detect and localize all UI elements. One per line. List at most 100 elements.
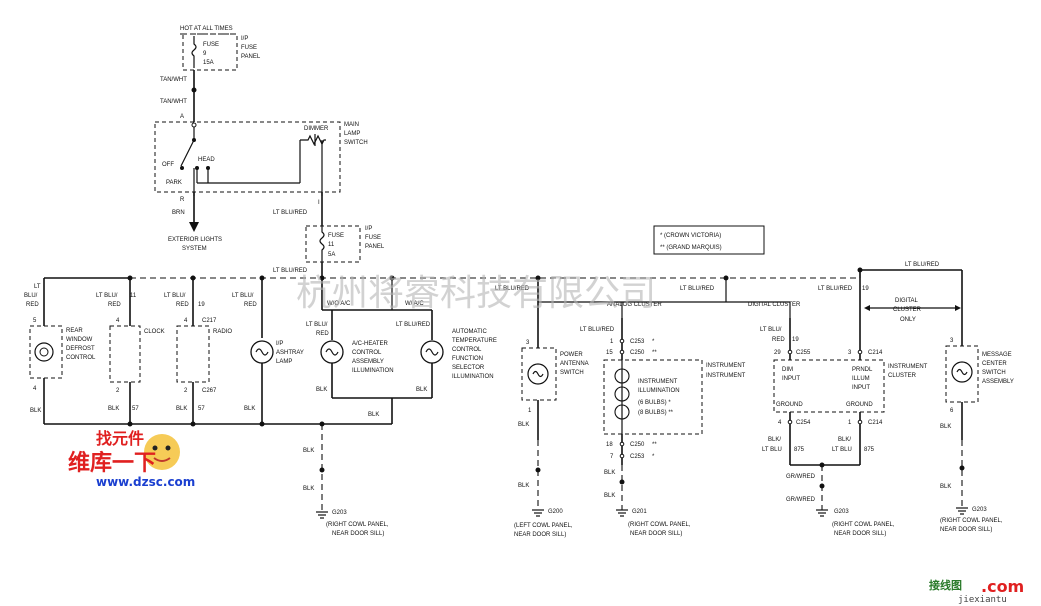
main-lamp-switch-label-2: LAMP — [344, 131, 360, 137]
fuse11-rating: 5A — [328, 252, 335, 258]
message-center-switch-assembly: DIGITAL CLUSTER ONLY 3 MESSAGE CENTER SW… — [864, 270, 1014, 533]
switch-head-label: HEAD — [198, 157, 215, 163]
wire-color-tan-wht-2: TAN/WHT — [160, 99, 187, 105]
g200-name: G200 — [548, 509, 563, 515]
ac-heater-label-2: CONTROL — [352, 350, 382, 356]
dzsc-logo: 找元件 维库一下 www.dzsc.com — [68, 429, 195, 489]
main-lamp-switch: OFF HEAD PARK DIMMER MAIN LAMP SWITCH — [154, 121, 368, 196]
brand-watermark-1: 找元件 — [96, 429, 144, 448]
digital-c214a: C214 — [868, 350, 883, 356]
radio-connector-top: C217 — [202, 318, 217, 324]
analog-pin-15: 15 — [606, 350, 613, 356]
digital-wire-num-2: 19 — [862, 286, 869, 292]
ac-blk-1: BLK — [316, 387, 327, 393]
g203a-loc-1: (RIGHT COWL PANEL, — [326, 522, 389, 528]
atc-label-2: TEMPERATURE — [452, 338, 497, 344]
digital-wire-2: RED — [772, 337, 785, 343]
clock-57: 57 — [132, 406, 139, 412]
atc-wire: LT BLU/RED — [396, 322, 431, 328]
digital-blk-b-3: 875 — [864, 447, 875, 453]
ashtray-label-2: ASHTRAY — [276, 350, 304, 356]
digital-right-2: CLUSTER — [888, 373, 917, 379]
ground-g203-a: G203 (RIGHT COWL PANEL, NEAR DOOR SILL) — [316, 510, 389, 537]
digital-right-1: INSTRUMENT — [888, 364, 928, 370]
analog-label-4: (8 BULBS) ** — [638, 410, 674, 416]
exterior-lights-label-1: EXTERIOR LIGHTS — [168, 237, 222, 243]
g201-name: G201 — [632, 509, 647, 515]
ac-wire-2: RED — [316, 331, 329, 337]
pin-i: I — [318, 200, 320, 206]
analog-label-3: (6 BULBS) * — [638, 400, 671, 406]
rear-pin-5: 5 — [33, 318, 37, 324]
ashtray-label-3: LAMP — [276, 359, 292, 365]
antenna-pin-1: 1 — [528, 408, 532, 414]
ac-wire-1: LT BLU/ — [306, 322, 328, 328]
analog-blk-1: BLK — [604, 470, 615, 476]
digital-cluster-label: DIGITAL CLUSTER — [748, 302, 801, 308]
radio-pin-2: 2 — [184, 388, 188, 394]
corner-watermark-1: 接线图 — [929, 578, 962, 592]
rear-blk: BLK — [30, 408, 41, 414]
digital-instrument-cluster: LT BLU/ RED 19 LT BLU/RED 19 29 C255 3 C… — [760, 270, 928, 537]
clock-label: CLOCK — [144, 329, 165, 335]
digital-blk-b-1: BLK/ — [838, 437, 851, 443]
fuse9-rating: 15A — [203, 60, 214, 66]
bus-wire-label-right: LT BLU/RED — [905, 262, 940, 268]
radio-blk: BLK — [176, 406, 187, 412]
splice-dot — [191, 87, 197, 93]
rear-label-1: REAR — [66, 328, 83, 334]
pin-r: R — [180, 197, 185, 203]
g200-loc-1: (LEFT COWL PANEL, — [514, 523, 573, 529]
digital-wire-1: LT BLU/ — [760, 327, 782, 333]
company-watermark: 杭州将睿科技有限公司 — [296, 273, 656, 314]
analog-right-1: INSTRUMENT — [706, 363, 746, 369]
digital-grw-2: GR/WRED — [786, 497, 816, 503]
message-label-1: MESSAGE — [982, 352, 1012, 358]
message-label-3: SWITCH — [982, 370, 1006, 376]
rear-label-3: DEFROST — [66, 346, 95, 352]
analog-star-4: * — [652, 454, 655, 460]
digital-grw-1: GR/WRED — [786, 474, 816, 480]
digital-prndl-1: PRNDL — [852, 367, 873, 373]
main-lamp-switch-label-3: SWITCH — [344, 140, 368, 146]
atc-label-3: CONTROL — [452, 347, 482, 353]
with-ac-label: W/ A/C — [405, 301, 424, 307]
radio-pin-4: 4 — [184, 318, 188, 324]
antenna-blk-1: BLK — [518, 422, 529, 428]
ac-blk-2: BLK — [416, 387, 427, 393]
antenna-label-1: POWER — [560, 352, 583, 358]
analog-cluster-label: ANALOG CLUSTER — [607, 302, 662, 308]
digital-blk-a-2: LT BLU — [762, 447, 782, 453]
wire-color-ltblu-red-1: LT BLU/RED — [273, 210, 308, 216]
analog-instrument-illumination: LT BLU/RED 1 C253 * 15 C250 ** INSTRUMEN… — [580, 318, 746, 537]
fuse9-block: HOT AT ALL TIMES FUSE 9 15A I/P FUSE PAN… — [180, 26, 261, 71]
analog-right-2: INSTRUMENT — [706, 373, 746, 379]
fuse-panel-label-2: FUSE — [241, 45, 257, 51]
g203c-loc-2: NEAR DOOR SILL) — [940, 527, 992, 533]
ashtray-wire-1: LT BLU/ — [232, 293, 254, 299]
digital-ground-2: GROUND — [846, 402, 873, 408]
digital-ground-1: GROUND — [776, 402, 803, 408]
analog-c250b: C250 — [630, 442, 645, 448]
digital-dim-1: DIM — [782, 367, 793, 373]
wire-color-ltblu-red-2: LT BLU/RED — [273, 268, 308, 274]
main-lamp-switch-label-1: MAIN — [344, 122, 359, 128]
fuse9-number: 9 — [203, 51, 207, 57]
bus-wire-label-mid1: LT BLU/RED — [495, 286, 530, 292]
dimmer-label: DIMMER — [304, 126, 329, 132]
fuse-panel2-label-3: PANEL — [365, 244, 385, 250]
fuse11-block: FUSE 11 5A I/P FUSE PANEL — [305, 225, 385, 263]
digital-c254: C254 — [796, 420, 811, 426]
fuse-panel-label-1: I/P — [241, 36, 248, 42]
digital-prndl-2: ILLUM — [852, 376, 870, 382]
ashtray-lamp: LT BLU/ RED I/P ASHTRAY LAMP BLK — [232, 278, 304, 424]
ashtray-blk: BLK — [244, 406, 255, 412]
clock-wire-2: RED — [108, 302, 121, 308]
clock-module: LT BLU/ RED 11 4 CLOCK 2 BLK 57 — [96, 278, 165, 424]
rear-label-2: WINDOW — [66, 337, 93, 343]
atc-label-5: SELECTOR — [452, 365, 485, 371]
rear-window-defrost-control: LT BLU/ RED 5 4 REAR WINDOW DEFROST CONT… — [24, 278, 96, 424]
radio-label: RADIO — [213, 329, 232, 335]
wire-color-brn: BRN — [172, 210, 185, 216]
switch-park-label: PARK — [166, 180, 182, 186]
